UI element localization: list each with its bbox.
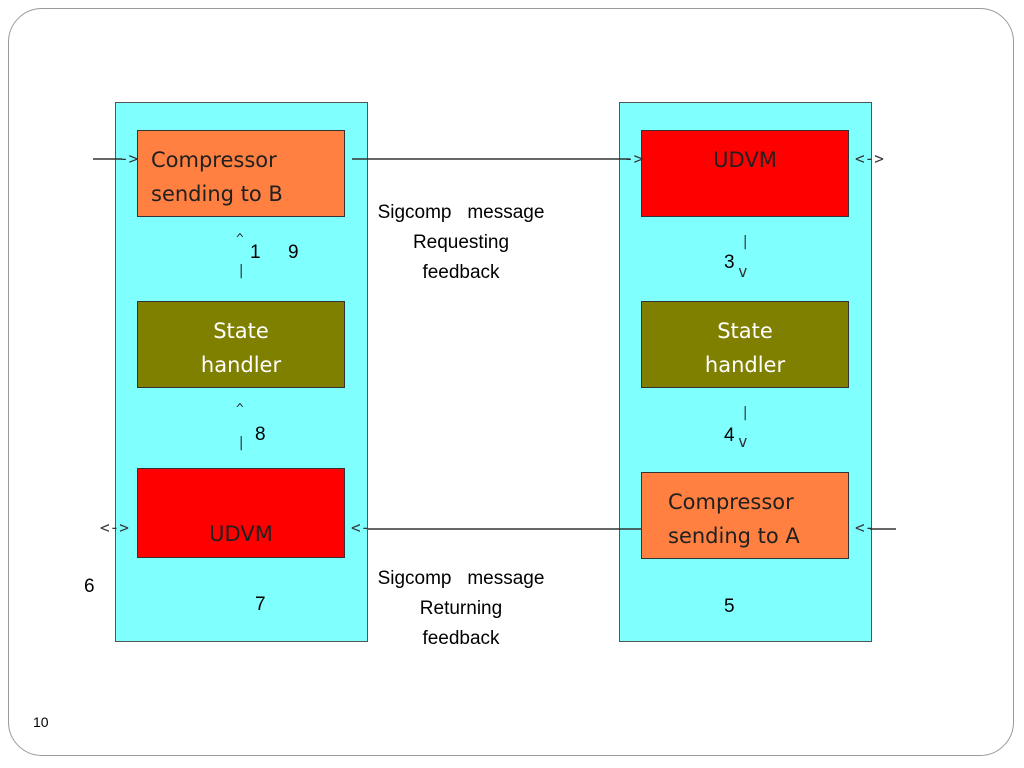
left-compressor-label-line1: Compressor [151, 148, 277, 172]
right-state-handler-label-line1: State [717, 319, 773, 343]
right-bar-icon-1: | [741, 234, 750, 250]
right-compressor-in-arrow-icon: <- [855, 518, 875, 537]
left-udvm-label: UDVM [209, 522, 273, 546]
request-message-caption: Sigcomp message Requesting feedback [377, 202, 545, 283]
left-state-handler-label-line2: handler [200, 353, 282, 377]
right-udvm-label: UDVM [713, 148, 777, 172]
right-down-v-icon-1: v [738, 262, 748, 281]
step-3-label: 3 [724, 252, 735, 273]
step-1-label: 1 [250, 242, 261, 263]
step-8-label: 8 [255, 424, 266, 445]
left-bar-icon-1: | [237, 263, 246, 279]
slide-frame [8, 8, 1014, 756]
right-compressor-box: Compressor sending to A [641, 472, 849, 559]
right-udvm-bidir-icon: <-> [855, 149, 884, 168]
step-7-label: 7 [255, 594, 266, 615]
left-bar-icon-2: | [237, 435, 246, 451]
right-in-arrow-icon: -> [624, 149, 644, 168]
step-9-label: 9 [288, 242, 299, 263]
left-udvm-bidir-icon: <-> [100, 518, 129, 537]
right-state-handler-box: State handler [641, 301, 849, 388]
right-udvm-box: UDVM [641, 130, 849, 217]
left-in-arrow-icon: -> [119, 149, 139, 168]
left-state-handler-label-line1: State [213, 319, 269, 343]
right-down-v-icon-2: v [738, 432, 748, 451]
left-compressor-box: Compressor sending to B [137, 130, 345, 217]
left-up-caret-icon-1: ^ [236, 232, 244, 247]
left-state-handler-box: State handler [137, 301, 345, 388]
step-5-label: 5 [724, 596, 735, 617]
return-message-caption: Sigcomp message Returning feedback [377, 568, 545, 649]
page-number: 10 [33, 714, 49, 730]
left-up-caret-icon-2: ^ [236, 402, 244, 417]
left-compressor-label-line2: sending to B [151, 182, 283, 206]
return-out-arrow-icon: <- [351, 518, 371, 537]
step-6-label: 6 [84, 576, 95, 597]
right-state-handler-label-line2: handler [704, 353, 786, 377]
right-bar-icon-2: | [741, 405, 750, 421]
step-4-label: 4 [724, 425, 735, 446]
right-compressor-label-line1: Compressor [668, 490, 794, 514]
left-udvm-box: UDVM [137, 468, 345, 558]
right-compressor-label-line2: sending to A [668, 524, 800, 548]
